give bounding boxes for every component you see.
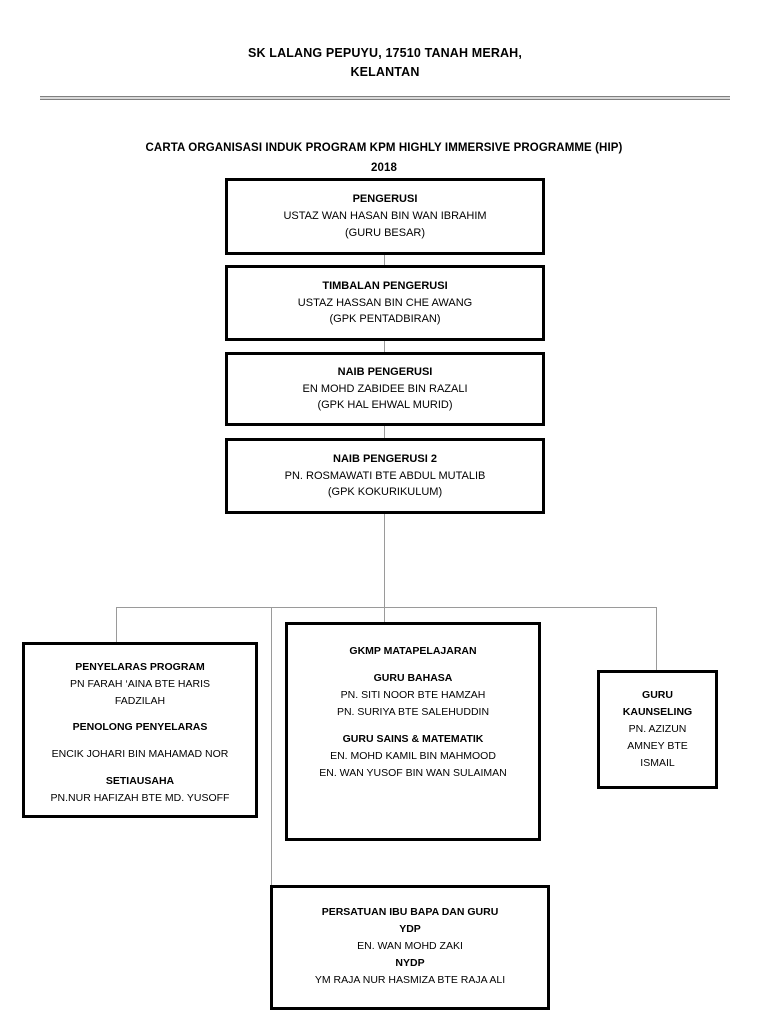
box-naib-pengerusi-role: (GPK HAL EHWAL MURID) bbox=[317, 399, 453, 412]
box-naib-pengerusi-2: NAIB PENGERUSI 2 PN. ROSMAWATI BTE ABDUL… bbox=[225, 438, 545, 514]
connector-trunk-vertical bbox=[384, 514, 385, 622]
box-penyelaras-name-2: FADZILAH bbox=[114, 694, 166, 707]
box-gkmp-guru-bahasa-title: GURU BAHASA bbox=[373, 672, 453, 684]
connector-drop-pibg bbox=[271, 607, 272, 886]
box-naib-pengerusi-2-role: (GPK KOKURIKULUM) bbox=[327, 486, 443, 499]
connector-naib-to-naib2 bbox=[384, 426, 385, 438]
box-penolong-penyelaras-name: ENCIK JOHARI BIN MAHAMAD NOR bbox=[51, 748, 229, 761]
box-pibg-role-1: YDP bbox=[399, 923, 421, 935]
chart-title-line-1: CARTA ORGANISASI INDUK PROGRAM KPM HIGHL… bbox=[145, 142, 623, 154]
box-guru-kaunseling-name-1: PN. AZIZUN bbox=[628, 723, 687, 735]
box-timbalan-pengerusi: TIMBALAN PENGERUSI USTAZ HASSAN BIN CHE … bbox=[225, 265, 545, 341]
box-naib-pengerusi-2-title: NAIB PENGERUSI 2 bbox=[333, 452, 437, 465]
header-divider-rule bbox=[40, 96, 730, 100]
box-gkmp-sains-matematik-member-2: EN. WAN YUSOF BIN WAN SULAIMAN bbox=[319, 767, 507, 779]
box-guru-kaunseling-title-2: KAUNSELING bbox=[622, 706, 693, 718]
box-pengerusi-title: PENGERUSI bbox=[352, 193, 418, 206]
box-gkmp-matapelajaran: GKMP MATAPELAJARAN GURU BAHASA PN. SITI … bbox=[285, 622, 541, 841]
box-setiausaha-name: PN.NUR HAFIZAH BTE MD. YUSOFF bbox=[50, 791, 230, 804]
box-naib-pengerusi-name: EN MOHD ZABIDEE BIN RAZALI bbox=[302, 382, 468, 395]
box-gkmp-spacer-1 bbox=[294, 660, 532, 670]
box-naib-pengerusi: NAIB PENGERUSI EN MOHD ZABIDEE BIN RAZAL… bbox=[225, 352, 545, 426]
box-pengerusi-name: USTAZ WAN HASAN BIN WAN IBRAHIM bbox=[283, 210, 487, 223]
box-guru-kaunseling-name-3: ISMAIL bbox=[640, 757, 675, 769]
box-pibg-name-2: YM RAJA NUR HASMIZA BTE RAJA ALI bbox=[314, 974, 506, 986]
box-pibg-role-2: NYDP bbox=[395, 957, 425, 969]
box-gkmp-guru-bahasa-member-2: PN. SURIYA BTE SALEHUDDIN bbox=[336, 706, 490, 718]
box-penyelaras-program: PENYELARAS PROGRAM PN FARAH ‘AINA BTE HA… bbox=[22, 642, 258, 818]
school-header-line-1: SK LALANG PEPUYU, 17510 TANAH MERAH, bbox=[248, 46, 522, 60]
box-timbalan-title: TIMBALAN PENGERUSI bbox=[322, 279, 448, 292]
box-penyelaras-spacer-2 bbox=[31, 736, 249, 746]
box-timbalan-name: USTAZ HASSAN BIN CHE AWANG bbox=[297, 296, 473, 309]
chart-title: CARTA ORGANISASI INDUK PROGRAM KPM HIGHL… bbox=[64, 138, 704, 178]
connector-timbalan-to-naib bbox=[384, 341, 385, 352]
box-penyelaras-title: PENYELARAS PROGRAM bbox=[75, 661, 205, 673]
box-timbalan-role: (GPK PENTADBIRAN) bbox=[329, 313, 441, 326]
box-pibg: PERSATUAN IBU BAPA DAN GURU YDP EN. WAN … bbox=[270, 885, 550, 1010]
box-penyelaras-spacer-1 bbox=[31, 709, 249, 719]
box-pibg-name-1: EN. WAN MOHD ZAKI bbox=[357, 940, 463, 952]
box-gkmp-sains-matematik-title: GURU SAINS & MATEMATIK bbox=[342, 733, 484, 745]
box-penolong-penyelaras-title: PENOLONG PENYELARAS bbox=[72, 721, 208, 734]
connector-drop-penyelaras bbox=[116, 607, 117, 643]
box-pibg-title: PERSATUAN IBU BAPA DAN GURU bbox=[321, 906, 499, 918]
box-gkmp-guru-bahasa-member-1: PN. SITI NOOR BTE HAMZAH bbox=[340, 689, 486, 701]
school-header: SK LALANG PEPUYU, 17510 TANAH MERAH, KEL… bbox=[40, 44, 730, 83]
box-penyelaras-spacer-3 bbox=[31, 763, 249, 773]
connector-pengerusi-to-timbalan bbox=[384, 255, 385, 265]
box-pengerusi-role: (GURU BESAR) bbox=[344, 226, 426, 239]
box-guru-kaunseling-name-2: AMNEY BTE bbox=[627, 740, 688, 752]
box-gkmp-sains-matematik-member-1: EN. MOHD KAMIL BIN MAHMOOD bbox=[330, 750, 496, 762]
box-gkmp-title: GKMP MATAPELAJARAN bbox=[349, 645, 477, 657]
connector-horizontal-bus bbox=[116, 607, 657, 608]
box-pengerusi: PENGERUSI USTAZ WAN HASAN BIN WAN IBRAHI… bbox=[225, 178, 545, 255]
box-gkmp-spacer-2 bbox=[294, 721, 532, 731]
chart-title-line-2: 2018 bbox=[371, 162, 397, 175]
box-penyelaras-name-1: PN FARAH ‘AINA BTE HARIS bbox=[69, 677, 211, 690]
school-header-line-2: KELANTAN bbox=[350, 65, 420, 80]
box-naib-pengerusi-2-name: PN. ROSMAWATI BTE ABDUL MUTALIB bbox=[284, 469, 486, 482]
box-setiausaha-title: SETIAUSAHA bbox=[105, 774, 175, 787]
connector-drop-kaunseling bbox=[656, 607, 657, 671]
box-guru-kaunseling: GURU KAUNSELING PN. AZIZUN AMNEY BTE ISM… bbox=[597, 670, 718, 789]
box-guru-kaunseling-title-1: GURU bbox=[642, 689, 673, 701]
box-naib-pengerusi-title: NAIB PENGERUSI bbox=[337, 365, 433, 378]
